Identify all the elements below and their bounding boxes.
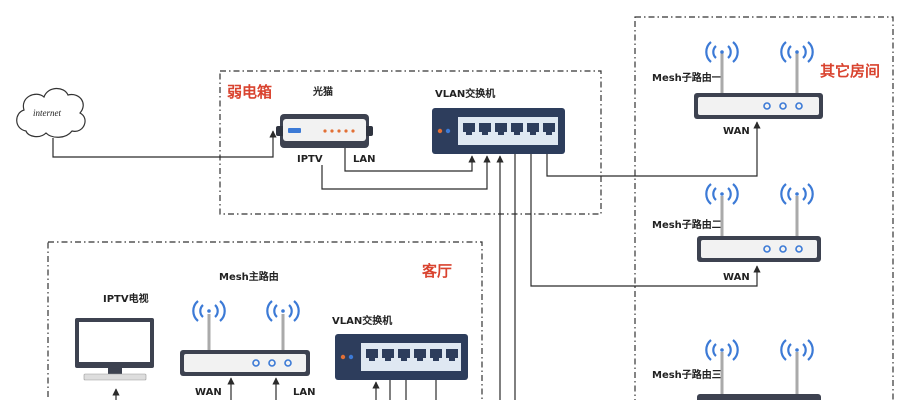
wire-switch-sub1	[546, 121, 761, 177]
iptv-tv-label: IPTV电视	[103, 292, 149, 305]
sub-router-1-label: Mesh子路由一	[652, 71, 722, 84]
wifi-icon	[780, 183, 814, 205]
switch-top-label: VLAN交换机	[435, 87, 495, 100]
modem-port-lan: LAN	[353, 154, 375, 165]
wifi-icon	[266, 300, 300, 322]
wifi-icon	[705, 339, 739, 361]
switch-living-device	[335, 334, 468, 380]
main-router-lan: LAN	[293, 387, 315, 398]
sub-router-1-device	[694, 53, 823, 119]
wire-modem-lan-switch	[344, 148, 476, 172]
modem-device	[276, 114, 373, 148]
sub-router-2-device	[697, 196, 821, 262]
modem-label: 光猫	[312, 85, 333, 98]
sub-router-2-label: Mesh子路由二	[652, 218, 722, 231]
sub-router-3-device	[697, 352, 821, 400]
tv-icon	[75, 318, 154, 381]
main-router-wan: WAN	[195, 387, 222, 398]
switch-top-device	[432, 108, 565, 154]
internet-label: internet	[33, 108, 61, 118]
wifi-icon	[192, 300, 226, 322]
wifi-icon	[780, 41, 814, 63]
other-rooms-region	[634, 16, 894, 400]
wire-modem-iptv-switch	[321, 155, 491, 190]
main-router-label: Mesh主路由	[219, 270, 279, 283]
wifi-icon	[780, 339, 814, 361]
living-room-title: 客厅	[421, 262, 452, 280]
internet-cloud-icon	[16, 87, 86, 138]
wifi-icon	[705, 41, 739, 63]
living-room-region	[47, 241, 483, 400]
main-router-device	[180, 314, 310, 376]
wire-internet-modem	[52, 130, 277, 158]
weak-box-region	[219, 70, 602, 215]
weak-box-title: 弱电箱	[227, 83, 272, 101]
switch-living-label: VLAN交换机	[332, 314, 392, 327]
wire-switch-sub2	[530, 154, 761, 287]
wifi-icon	[705, 183, 739, 205]
sub-router-3-label: Mesh子路由三	[652, 368, 722, 381]
sub-router-2-wan: WAN	[723, 272, 750, 283]
other-rooms-title: 其它房间	[820, 62, 880, 80]
sub-router-1-wan: WAN	[723, 126, 750, 137]
modem-port-iptv: IPTV	[297, 154, 323, 165]
